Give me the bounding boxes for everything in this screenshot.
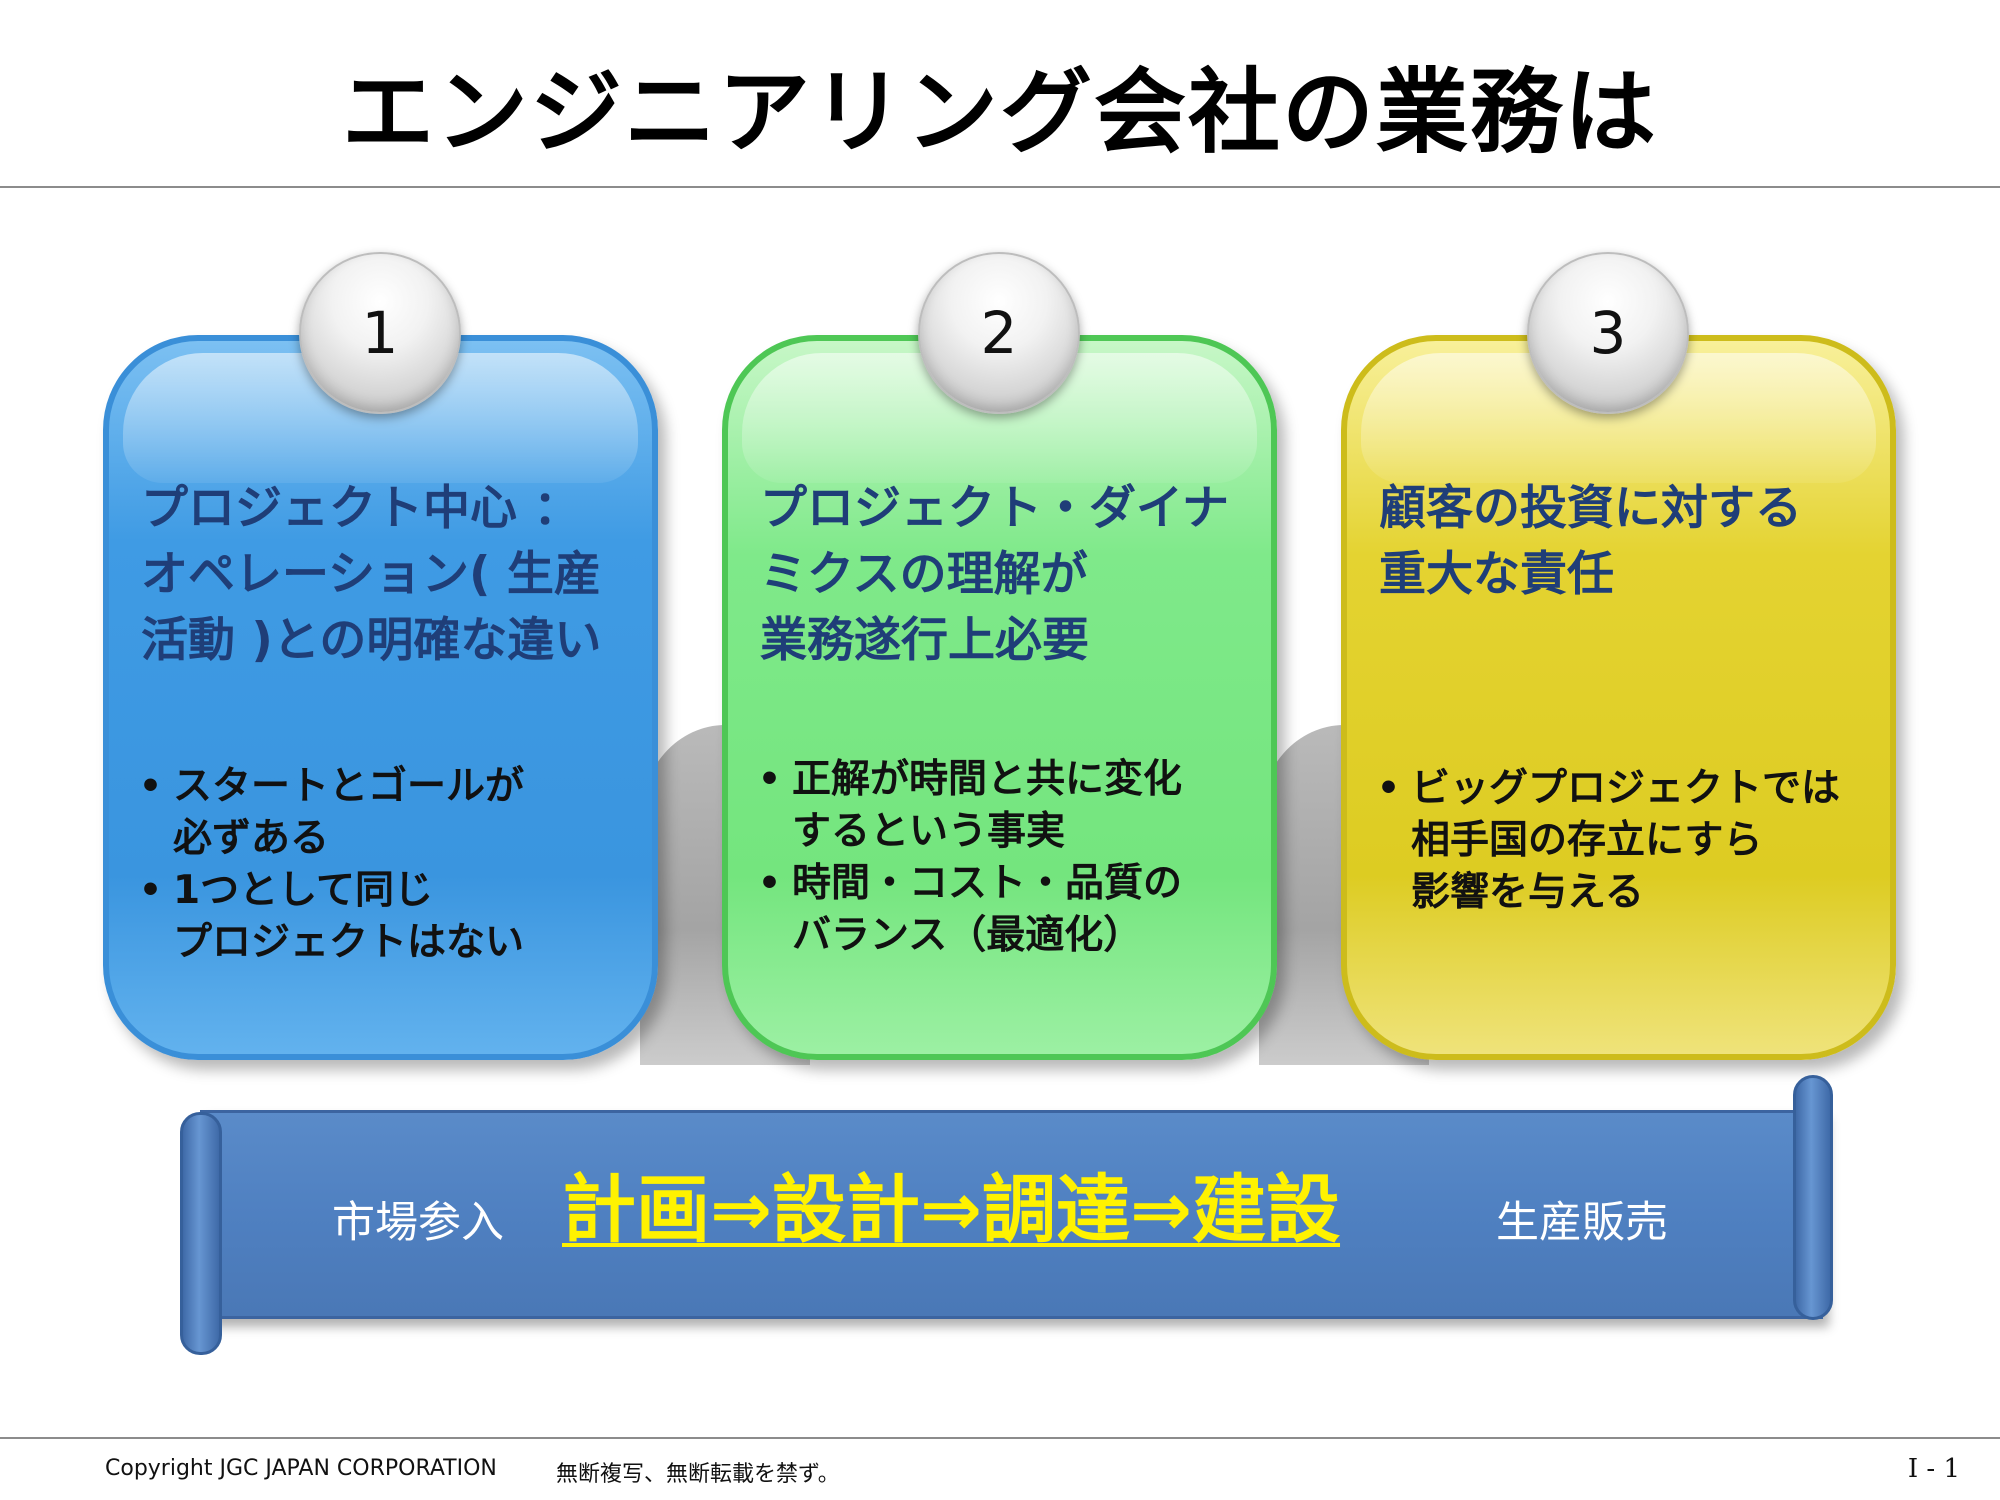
card-bullet: 1つとして同じ プロジェクトはない: [137, 865, 637, 969]
banner-start-label: 市場参入: [332, 1198, 504, 1248]
footer-copyright: Copyright JGC JAPAN CORPORATION: [105, 1456, 497, 1481]
card-bullet: 時間・コスト・品質の バランス（最適化）: [756, 858, 1256, 962]
card-bullet-list: 正解が時間と共に変化 するという事実 時間・コスト・品質の バランス（最適化）: [756, 754, 1256, 962]
scroll-curl-right: [1793, 1075, 1833, 1320]
number-badge-2: 2: [918, 252, 1080, 414]
card-heading: 顧客の投資に対する 重大な責任: [1379, 481, 1802, 602]
card-heading: プロジェクト中心 ： オペレーション( 生産 活動 )との明確な違い: [141, 481, 602, 668]
card-investment-responsibility: 顧客の投資に対する 重大な責任 ビッグプロジェクトでは 相手国の存立にすら 影響…: [1341, 335, 1896, 1060]
scroll-curl-left: [180, 1112, 222, 1355]
card-heading: プロジェクト・ダイナ ミクスの理解が 業務遂行上必要: [760, 481, 1230, 668]
number-badge-1: 1: [299, 252, 461, 414]
page-number: I - 1: [1907, 1454, 1960, 1484]
card-project-dynamics: プロジェクト・ダイナ ミクスの理解が 業務遂行上必要 正解が時間と共に変化 する…: [722, 335, 1277, 1060]
banner-process-flow: 計画⇒設計⇒調達⇒建設: [562, 1167, 1341, 1253]
card-bullet-list: スタートとゴールが 必ずある 1つとして同じ プロジェクトはない: [137, 761, 637, 969]
process-scroll-banner: [200, 1110, 1823, 1319]
number-badge-3: 3: [1527, 252, 1689, 414]
title-divider: [0, 186, 2000, 188]
banner-end-label: 生産販売: [1496, 1198, 1668, 1248]
page-title: エンジニアリング会社の業務は: [341, 59, 1658, 166]
card-bullet-list: ビッグプロジェクトでは 相手国の存立にすら 影響を与える: [1375, 763, 1875, 919]
card-bullet: ビッグプロジェクトでは 相手国の存立にすら 影響を与える: [1375, 763, 1875, 919]
card-project-centric: プロジェクト中心 ： オペレーション( 生産 活動 )との明確な違い スタートと…: [103, 335, 658, 1060]
footer-notice: 無断複写、無断転載を禁ず。: [556, 1462, 840, 1487]
footer-divider: [0, 1437, 2000, 1439]
card-bullet: スタートとゴールが 必ずある: [137, 761, 637, 865]
card-bullet: 正解が時間と共に変化 するという事実: [756, 754, 1256, 858]
